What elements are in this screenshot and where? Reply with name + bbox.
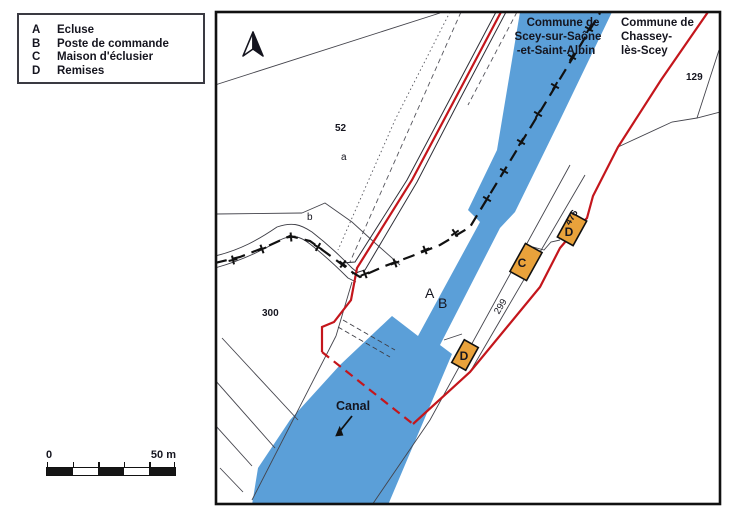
road-dashed-line-right <box>467 12 518 106</box>
scale-tick <box>72 462 74 468</box>
commune-boundary-line <box>216 12 601 279</box>
commune-right-line1: Commune de <box>621 17 694 29</box>
scale-bar-segments <box>46 462 176 476</box>
canal-label: Canal <box>336 399 370 413</box>
legend-label: Remises <box>57 64 105 77</box>
command-marker-b: B <box>438 295 447 311</box>
road-edge-left <box>341 12 497 264</box>
field-strip-lines <box>216 281 353 501</box>
parcel-300-label: 300 <box>262 308 279 319</box>
parcel-a-label: a <box>341 152 347 163</box>
parcel-299-label: 299 <box>492 297 510 316</box>
scale-start-label: 0 <box>46 449 53 461</box>
building-c <box>508 242 544 282</box>
scale-tick <box>173 462 175 468</box>
parcel-line-topleft <box>216 12 441 86</box>
road-dashed-line <box>349 12 462 263</box>
legend-item-remises: D Remises <box>19 65 203 79</box>
legend-item-ecluse: A Ecluse <box>19 24 203 38</box>
scale-tick <box>149 462 151 468</box>
building-d-upper-label: D <box>565 225 574 239</box>
legend-item-maison-declusier: C Maison d'éclusier <box>19 51 203 65</box>
map-frame <box>214 10 722 506</box>
building-c-label: C <box>518 256 527 270</box>
building-d-lower <box>450 338 480 372</box>
legend-label: Maison d'éclusier <box>57 51 154 63</box>
scale-bar: 0 50 m <box>46 449 176 476</box>
legend-box: A Ecluse B Poste de commande C Maison d'… <box>17 13 205 84</box>
legend-key: D <box>32 64 41 77</box>
scale-tick <box>47 462 49 468</box>
parcel-129-label: 129 <box>686 72 703 83</box>
road-dotted-line <box>337 12 451 251</box>
parcel-line-b-branch <box>301 202 401 266</box>
legend-label: Ecluse <box>57 24 95 36</box>
scale-segment <box>47 468 73 475</box>
parcel-line-b-horizontal <box>216 212 303 215</box>
scale-segment <box>72 468 99 475</box>
scale-end-label: 50 m <box>150 449 176 461</box>
canal-flow-arrow <box>335 415 353 437</box>
building-d-upper <box>556 211 588 247</box>
red-boundary-dashed-crossing <box>321 351 414 425</box>
legend-key: B <box>32 37 41 50</box>
scale-segment <box>149 468 175 475</box>
parcel-52-label: 52 <box>335 123 347 134</box>
north-arrow-icon <box>242 31 264 57</box>
red-boundary-left <box>320 12 502 352</box>
canal-water <box>252 12 612 504</box>
legend-item-poste-de-commande: B Poste de commande <box>19 38 203 52</box>
commune-left-line3: -et-Saint-Albin <box>517 45 596 57</box>
lock-marker-a: A <box>425 285 435 301</box>
parcel-b-label: b <box>307 212 313 223</box>
commune-right-line2: Chassey- <box>621 31 672 43</box>
legend-label: Poste de commande <box>57 37 169 50</box>
legend-key: C <box>32 51 41 63</box>
road-edge-right <box>351 12 507 275</box>
stream-upper-bank <box>216 223 359 274</box>
scale-tick <box>123 462 126 468</box>
commune-right-line3: lès-Scey <box>621 45 668 57</box>
legend-key: A <box>32 24 41 36</box>
building-d-lower-label: D <box>460 349 469 363</box>
culvert-dashes <box>337 319 396 358</box>
parcel-129-lines <box>617 49 720 148</box>
commune-left-line2: Scey-sur-Saône <box>515 31 602 43</box>
scale-segment <box>98 468 124 475</box>
scale-tick <box>98 462 100 468</box>
commune-left-line1: Commune de <box>527 17 600 29</box>
scale-segment <box>123 468 150 475</box>
